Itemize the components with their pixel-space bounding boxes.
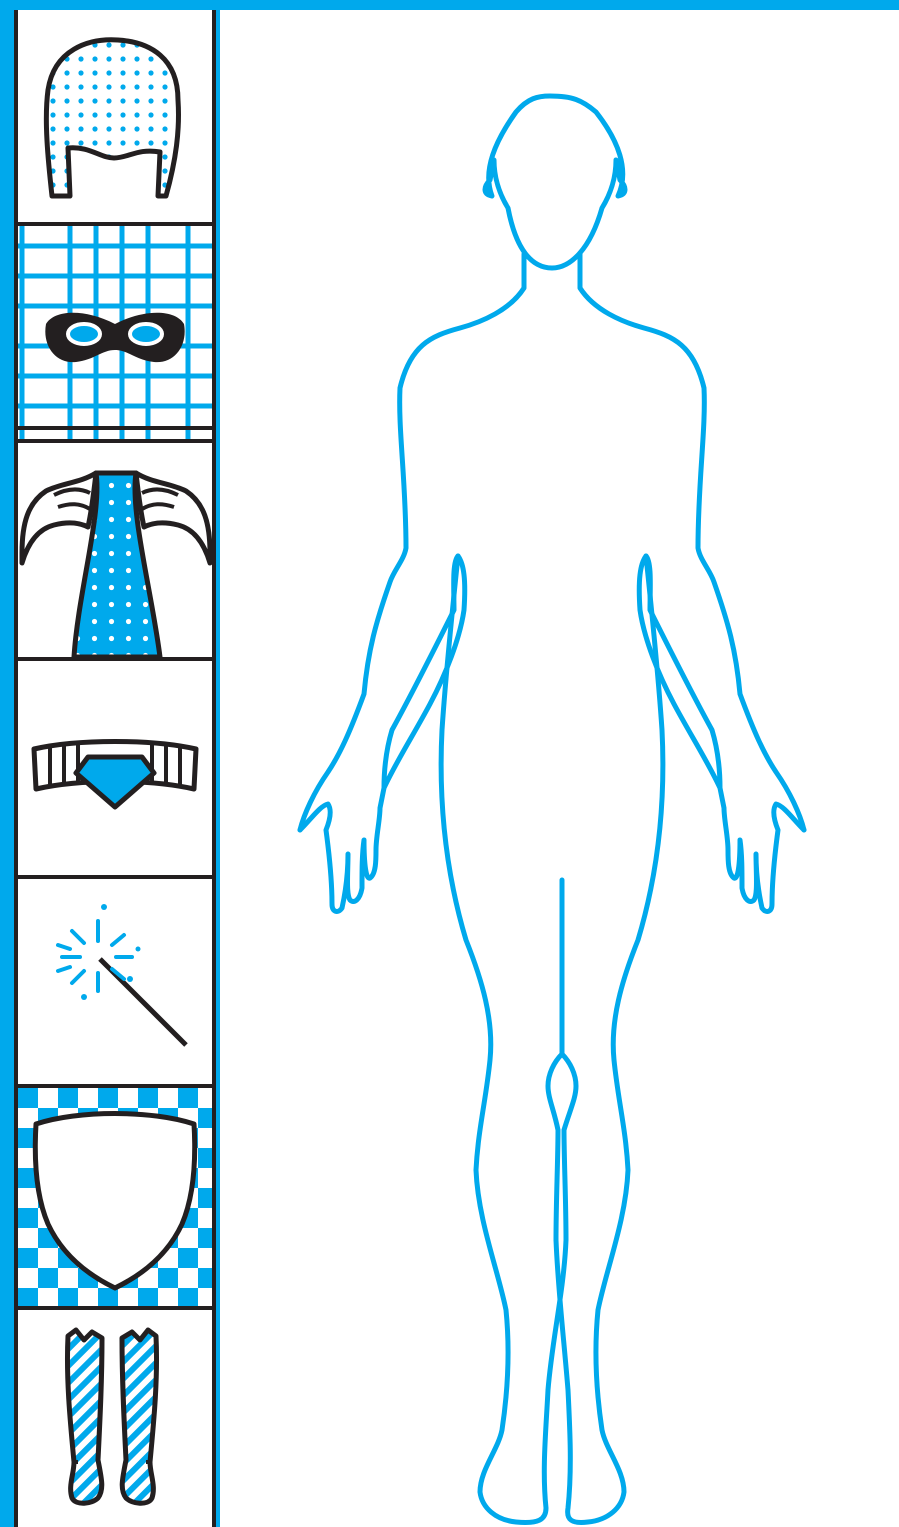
slot-mask[interactable] [18,226,212,439]
costume-item-sidebar [14,10,216,1527]
slot-cape[interactable] [18,443,212,657]
shield-icon [18,1088,212,1306]
slot-helmet[interactable] [18,10,212,222]
helmet-icon [18,10,212,222]
slot-shield[interactable] [18,1088,212,1306]
cape-icon [18,443,212,657]
slot-belt[interactable] [18,661,212,875]
belt-icon [18,661,212,875]
character-stage [220,10,899,1527]
mask-icon [18,226,212,439]
boots-icon [18,1310,212,1527]
magic-wand-icon [18,879,212,1084]
body-silhouette-icon [220,10,899,1527]
slot-magic-wand[interactable] [18,879,212,1084]
slot-boots[interactable] [18,1310,212,1527]
